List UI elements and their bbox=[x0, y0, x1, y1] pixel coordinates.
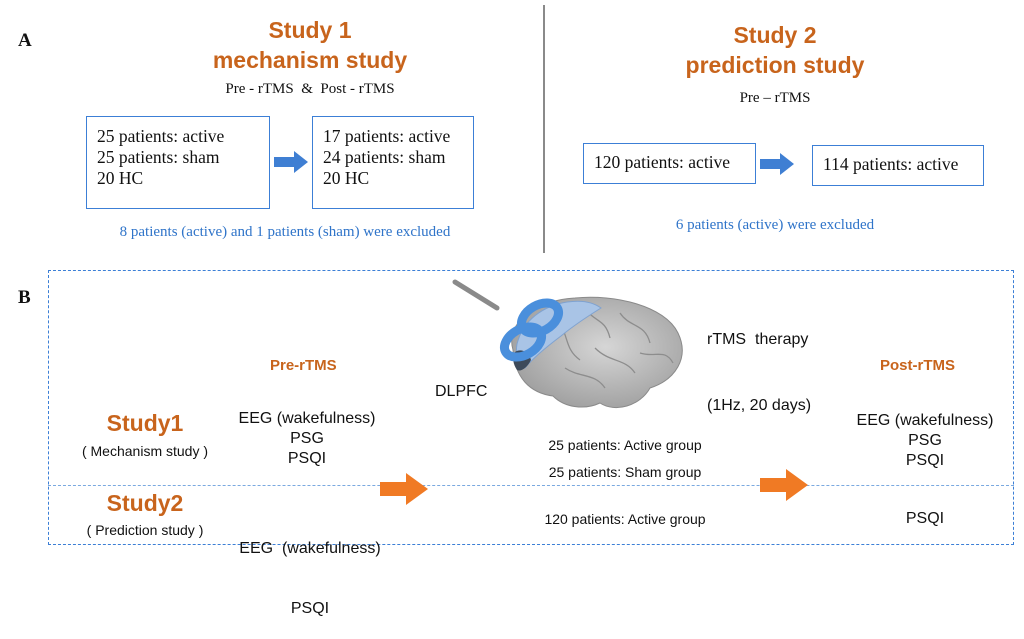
measure: EEG (wakefulness) bbox=[238, 410, 376, 427]
study2-before-box: 120 patients: active bbox=[583, 143, 756, 184]
study-separator-line bbox=[48, 485, 1014, 486]
study2-after-line: 114 patients: active bbox=[823, 154, 959, 174]
study2-flow-arrow bbox=[760, 153, 794, 175]
study1-sub: ( Mechanism study ) bbox=[81, 443, 209, 459]
measure: PSG bbox=[908, 432, 942, 449]
study1-after-line: 17 patients: active bbox=[323, 126, 451, 146]
study2-pre-measures: EEG (wakefulness) PSQI bbox=[225, 499, 395, 639]
therapy-line: rTMS therapy bbox=[707, 331, 809, 348]
tms-coil-icon bbox=[500, 298, 563, 362]
pre-rtms-header: Pre-rTMS bbox=[270, 357, 337, 374]
study2-exclusion-note: 6 patients (active) were excluded bbox=[675, 217, 875, 233]
group-line: 25 patients: Active group bbox=[548, 437, 702, 453]
study1-after-box: 17 patients: active 24 patients: sham 20… bbox=[312, 116, 474, 209]
measure: PSQI bbox=[287, 450, 327, 467]
measure: PSG bbox=[290, 430, 324, 447]
panel-a-divider bbox=[543, 5, 545, 253]
post-rtms-header: Post-rTMS bbox=[880, 357, 955, 374]
measure: EEG (wakefulness) bbox=[856, 412, 994, 429]
panel-b-label: B bbox=[18, 287, 31, 308]
group-line: 25 patients: Sham group bbox=[548, 464, 702, 480]
study2-before-line: 120 patients: active bbox=[594, 152, 731, 172]
pre-to-therapy-arrow bbox=[380, 473, 428, 505]
study1-before-line: 25 patients: active bbox=[97, 126, 225, 146]
study1-name: Study1 bbox=[106, 410, 184, 436]
study1-groups: 25 patients: Active group 25 patients: S… bbox=[500, 432, 750, 486]
study1-flow-arrow bbox=[274, 151, 308, 173]
study2-timing: Pre – rTMS bbox=[739, 90, 811, 106]
study2-title: Study 2 bbox=[733, 22, 817, 48]
measure: EEG (wakefulness) bbox=[239, 540, 381, 557]
dlpfc-label: DLPFC bbox=[435, 383, 488, 400]
study1-before-line: 20 HC bbox=[97, 168, 144, 188]
study1-timing: Pre - rTMS & Post - rTMS bbox=[225, 81, 395, 97]
measure: PSQI bbox=[905, 510, 945, 527]
study1-before-box: 25 patients: active 25 patients: sham 20… bbox=[86, 116, 270, 209]
study1-before-line: 25 patients: sham bbox=[97, 147, 220, 167]
panel-a-label: A bbox=[18, 30, 32, 51]
study1-exclusion-note: 8 patients (active) and 1 patients (sham… bbox=[119, 224, 451, 240]
study2-post-measures: PSQI bbox=[840, 510, 1010, 528]
study2-sub: ( Prediction study ) bbox=[86, 522, 204, 538]
study2-groups: 120 patients: Active group bbox=[500, 511, 750, 527]
measure: PSQI bbox=[290, 600, 330, 617]
study1-after-line: 20 HC bbox=[323, 168, 370, 188]
study1-after-line: 24 patients: sham bbox=[323, 147, 446, 167]
group-line: 120 patients: Active group bbox=[544, 511, 706, 527]
study1-pre-measures: EEG (wakefulness) PSG PSQI bbox=[222, 409, 392, 469]
study1-subtitle: mechanism study bbox=[212, 47, 408, 73]
study2-after-box: 114 patients: active bbox=[812, 145, 984, 186]
study2-name: Study2 bbox=[106, 490, 184, 516]
study1-title: Study 1 bbox=[268, 17, 352, 43]
therapy-label: rTMS therapy (1Hz, 20 days) bbox=[707, 285, 811, 439]
brain-illustration bbox=[452, 279, 683, 409]
panel-b-frame bbox=[48, 270, 1014, 545]
therapy-to-post-arrow bbox=[760, 469, 808, 501]
study1-post-measures: EEG (wakefulness) PSG PSQI bbox=[840, 411, 1010, 471]
therapy-line: (1Hz, 20 days) bbox=[707, 397, 812, 414]
study2-subtitle: prediction study bbox=[685, 52, 865, 78]
measure: PSQI bbox=[905, 452, 945, 469]
